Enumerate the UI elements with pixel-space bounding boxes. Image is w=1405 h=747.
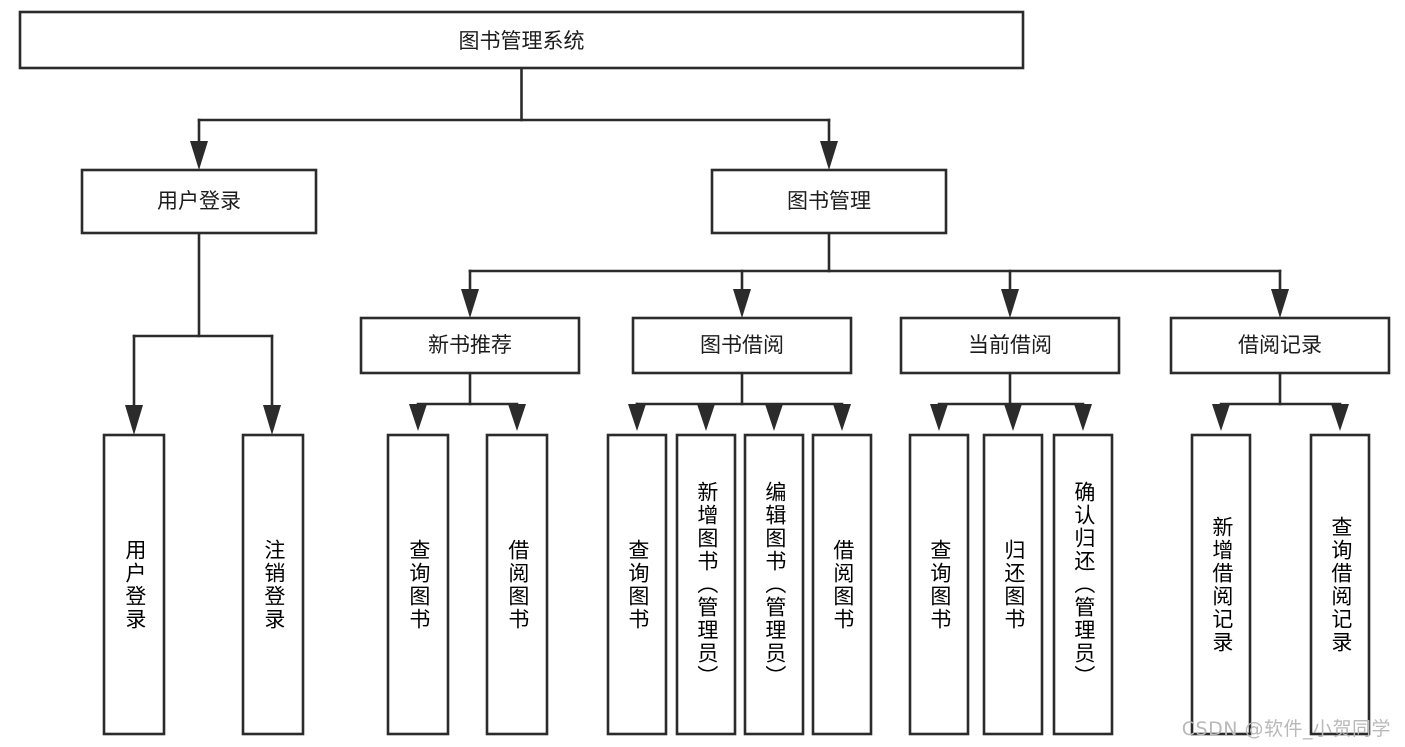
arrow-head-leaf-borrow-book — [833, 404, 851, 431]
connector-group-book-manage — [461, 231, 1289, 318]
node-book-borrow-box[interactable] — [631, 316, 853, 375]
node-new-book-rec-box[interactable] — [359, 316, 581, 375]
node-leaf-query-record-box[interactable] — [1309, 433, 1371, 736]
node-borrow-record-box[interactable] — [1169, 316, 1391, 375]
arrow-head-user-login — [190, 141, 208, 170]
node-current-borrow[interactable]: 当前借阅 — [899, 316, 1121, 375]
node-borrow-record-label: 借阅记录 — [1238, 333, 1322, 357]
node-leaf-add-record-box[interactable] — [1190, 433, 1252, 736]
connector-group-book-borrow — [628, 371, 851, 431]
node-leaf-user-login-box[interactable] — [102, 433, 166, 736]
node-book-borrow-label: 图书借阅 — [700, 333, 784, 357]
arrow-head-leaf-query-book-borrow — [628, 404, 646, 431]
node-current-borrow-box[interactable] — [899, 316, 1121, 375]
node-leaf-query-book-rec-box[interactable] — [386, 433, 450, 736]
connector-group-current-borrow — [930, 371, 1092, 431]
node-root[interactable]: 图书管理系统 — [18, 10, 1025, 70]
connector-group-user-login — [125, 231, 281, 435]
connector-group-root — [190, 66, 838, 170]
node-borrow-record[interactable]: 借阅记录 — [1169, 316, 1391, 375]
node-book-manage-label: 图书管理 — [787, 189, 871, 213]
node-leaf-confirm-return-box[interactable] — [1052, 433, 1114, 736]
connector-group-new-book-rec — [409, 371, 526, 431]
arrow-head-leaf-return-book — [1004, 404, 1022, 431]
node-root-box[interactable] — [18, 10, 1025, 70]
arrow-head-book-borrow — [733, 289, 751, 318]
arrow-head-new-book-rec — [461, 289, 479, 318]
csdn-watermark: CSDN @软件_小贺同学 — [1181, 718, 1391, 740]
arrow-head-leaf-confirm-return — [1074, 404, 1092, 431]
node-leaf-query-book-cur-box[interactable] — [908, 433, 970, 736]
arrow-head-leaf-query-record — [1331, 404, 1349, 431]
arrow-head-leaf-query-book-rec — [409, 404, 427, 431]
node-leaf-borrow-book-box[interactable] — [811, 433, 873, 736]
node-user-login[interactable]: 用户登录 — [80, 168, 318, 235]
arrow-head-leaf-add-record — [1212, 404, 1230, 431]
node-leaf-borrow-book-rec-box[interactable] — [485, 433, 549, 736]
node-leaf-return-book-box[interactable] — [982, 433, 1044, 736]
node-leaf-add-book-box[interactable] — [675, 433, 737, 736]
connector-group-borrow-record — [1212, 371, 1349, 431]
arrow-head-leaf-edit-book — [765, 404, 783, 431]
node-book-manage[interactable]: 图书管理 — [710, 168, 948, 235]
node-leaf-edit-book-box[interactable] — [743, 433, 805, 736]
arrow-head-leaf-borrow-book-rec — [508, 404, 526, 431]
arrow-head-leaf-user-login — [125, 405, 143, 435]
arrow-head-leaf-add-book — [697, 404, 715, 431]
arrow-head-current-borrow — [1001, 289, 1019, 318]
arrow-head-leaf-user-logout — [263, 405, 281, 435]
arrow-head-book-manage — [820, 141, 838, 170]
arrow-head-borrow-record — [1271, 289, 1289, 318]
node-book-manage-box[interactable] — [710, 168, 948, 235]
arrow-head-leaf-query-book-cur — [930, 404, 948, 431]
node-leaf-user-logout-box[interactable] — [241, 433, 305, 736]
node-user-login-label: 用户登录 — [157, 189, 241, 213]
node-leaf-query-book-borrow-box[interactable] — [606, 433, 668, 736]
node-current-borrow-label: 当前借阅 — [968, 333, 1052, 357]
node-new-book-rec-label: 新书推荐 — [428, 333, 512, 357]
node-new-book-rec[interactable]: 新书推荐 — [359, 316, 581, 375]
node-user-login-box[interactable] — [80, 168, 318, 235]
node-root-label: 图书管理系统 — [459, 29, 585, 53]
node-book-borrow[interactable]: 图书借阅 — [631, 316, 853, 375]
